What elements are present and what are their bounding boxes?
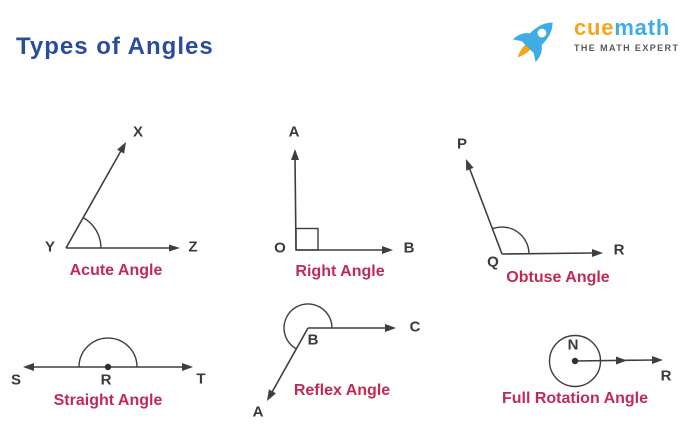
point-label-vertex: O — [274, 239, 286, 257]
straight-angle-figure: S R T Straight Angle — [5, 330, 220, 420]
point-label-center: N — [567, 336, 579, 354]
point-label-right: T — [196, 370, 206, 388]
point-label-vertex: Y — [44, 238, 56, 256]
brand-math: math — [614, 15, 671, 40]
obtuse-angle-figure: Q P R Obtuse Angle — [435, 115, 685, 290]
straight-angle-drawing — [23, 337, 193, 371]
full-rotation-angle-drawing — [548, 334, 663, 388]
full-rotation-angle-figure: N R Full Rotation Angle — [495, 325, 685, 425]
obtuse-angle-drawing — [466, 159, 603, 257]
point-label-arm: R — [660, 367, 672, 385]
point-label-center: R — [100, 371, 112, 389]
point-label-arm1: X — [132, 123, 144, 141]
reflex-angle-drawing — [267, 303, 396, 401]
point-label-arm1: P — [456, 135, 468, 153]
acute-angle-figure: Y X Z Acute Angle — [10, 115, 220, 285]
acute-angle-drawing — [65, 142, 180, 252]
point-label-arm2: Z — [188, 238, 198, 256]
point-label-arm2: R — [613, 241, 625, 259]
right-angle-drawing — [291, 149, 393, 254]
point-label-left: S — [10, 371, 22, 389]
diagram-caption: Right Angle — [295, 263, 385, 280]
reflex-angle-figure: B C A Reflex Angle — [245, 300, 435, 425]
point-label-vertex: B — [307, 331, 319, 349]
diagram-caption: Straight Angle — [53, 392, 163, 409]
diagram-caption: Obtuse Angle — [506, 269, 610, 286]
diagram-caption: Reflex Angle — [293, 382, 391, 399]
diagram-caption: Full Rotation Angle — [501, 390, 649, 407]
cuemath-logo: cuemath THE MATH EXPERT — [508, 6, 680, 66]
page-title: Types of Angles — [16, 33, 214, 60]
rocket-icon — [512, 22, 553, 63]
brand-cue: cue — [574, 15, 615, 40]
brand-tagline: THE MATH EXPERT — [574, 43, 680, 53]
point-label-arm1: A — [288, 123, 300, 141]
right-angle-figure: O A B Right Angle — [250, 115, 430, 285]
point-label-vertex: Q — [487, 253, 499, 271]
diagram-caption: Acute Angle — [69, 262, 163, 279]
point-label-arm2: A — [252, 403, 264, 421]
brand-name: cuemath — [574, 16, 679, 40]
point-label-arm2: B — [403, 239, 415, 257]
logo-text: cuemath THE MATH EXPERT — [574, 16, 680, 54]
point-label-arm1: C — [409, 318, 421, 336]
